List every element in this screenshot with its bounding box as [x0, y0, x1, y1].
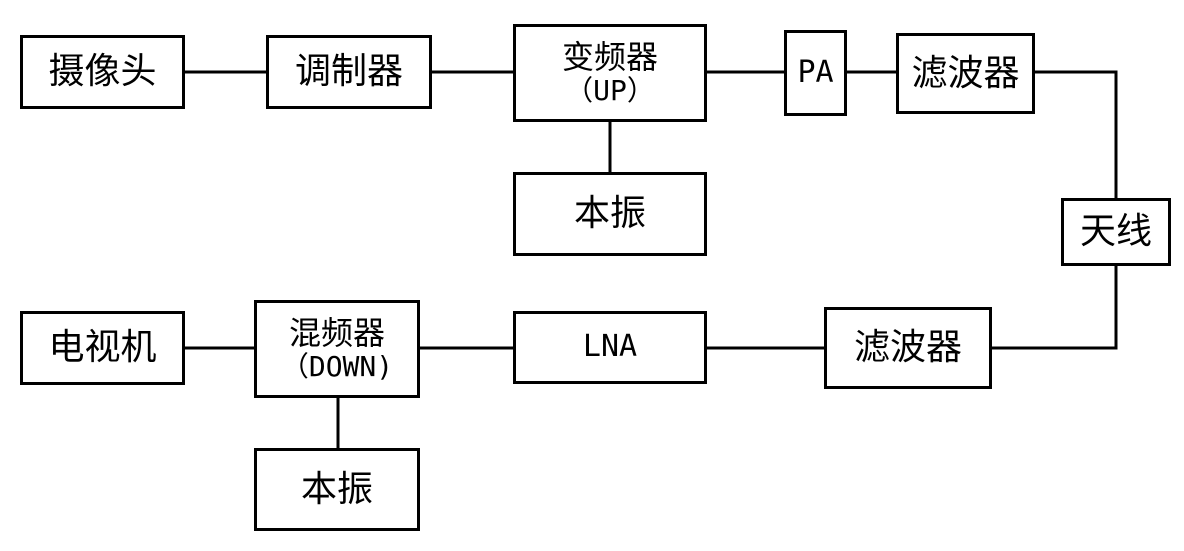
- filter-rx-block: 滤波器: [824, 307, 992, 389]
- television-block: 电视机: [20, 311, 185, 385]
- lna-block: LNA: [513, 311, 707, 384]
- camera-label: 摄像头: [48, 51, 157, 93]
- upconverter-block: 变频器 （UP）: [513, 24, 707, 122]
- power-amplifier-label: PA: [797, 54, 834, 90]
- local-oscillator-rx-block: 本振: [254, 448, 420, 531]
- antenna-label: 天线: [1079, 211, 1152, 253]
- local-oscillator-tx-label: 本振: [573, 193, 646, 235]
- local-oscillator-tx-block: 本振: [513, 172, 707, 256]
- mixer-block: 混频器 （DOWN): [254, 300, 420, 398]
- filter-rx-label: 滤波器: [853, 327, 962, 369]
- filter-tx-block: 滤波器: [896, 33, 1035, 114]
- upconverter-sublabel: （UP）: [565, 74, 655, 108]
- mixer-sublabel: （DOWN): [280, 350, 394, 384]
- antenna-block: 天线: [1061, 198, 1171, 266]
- lna-label: LNA: [582, 329, 638, 365]
- power-amplifier-block: PA: [784, 30, 847, 116]
- wire-filter-antenna: [1033, 70, 1118, 200]
- local-oscillator-rx-label: 本振: [300, 468, 373, 510]
- mixer-label: 混频器: [288, 313, 385, 352]
- modulator-label: 调制器: [294, 51, 403, 93]
- upconverter-label: 变频器: [561, 37, 658, 76]
- modulator-block: 调制器: [266, 35, 432, 109]
- camera-block: 摄像头: [20, 35, 185, 109]
- television-label: 电视机: [48, 327, 157, 369]
- filter-tx-label: 滤波器: [911, 52, 1020, 94]
- wire-antenna-filter-rx: [990, 264, 1118, 350]
